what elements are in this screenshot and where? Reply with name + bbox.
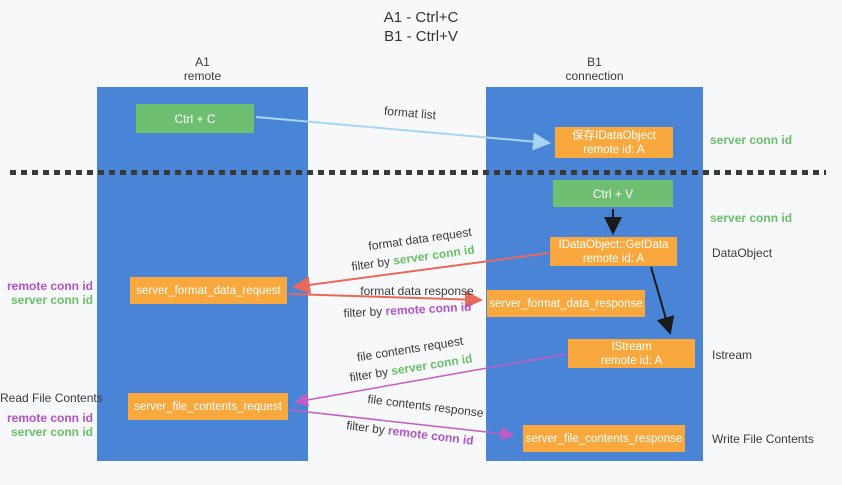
left-server-conn-id-label-2: server conn id	[10, 425, 93, 439]
server-file-contents-request-label: server_file_contents_request	[134, 400, 282, 413]
ctrl-v-box: Ctrl + V	[553, 180, 673, 207]
dataobject-label: DataObject	[712, 246, 773, 260]
server-format-data-response-label: server_format_data_response	[489, 297, 643, 310]
server-file-contents-response-box: server_file_contents_response	[523, 425, 685, 452]
lifeline-b1-header: B1 connection	[486, 55, 703, 83]
lifeline-a1-header: A1 remote	[97, 55, 308, 83]
title-line-2: B1 - Ctrl+V	[384, 28, 458, 45]
lifeline-b1-role: connection	[565, 69, 624, 83]
save-idataobject-line1: 保存IDataObject	[572, 129, 656, 142]
remote-conn-id-text: remote conn id	[387, 423, 475, 448]
server-format-data-response-box: server_format_data_response	[487, 290, 645, 317]
getdata-line2: remote id: A	[582, 252, 645, 265]
filter-by-text: filter by	[345, 418, 386, 437]
format-data-response-label: format data response	[360, 284, 474, 298]
read-file-contents-label: Read File Contents	[0, 391, 103, 405]
ctrl-c-label: Ctrl + C	[174, 111, 216, 126]
title-line-1: A1 - Ctrl+C	[383, 9, 459, 26]
remote-conn-id-text: remote conn id	[385, 299, 472, 319]
left-remote-conn-id-label-1: remote conn id	[6, 279, 93, 293]
server-format-data-request-label: server_format_data_request	[136, 284, 281, 297]
right-server-conn-id-label-2: server conn id	[710, 211, 793, 225]
diagram-title: A1 - Ctrl+C B1 - Ctrl+V	[0, 8, 842, 46]
save-idataobject-line2: remote id: A	[583, 143, 645, 156]
filter-by-remote-conn-id-label-2: filter by remote conn id	[336, 417, 485, 449]
getdata-line1: IDataObject::GetData	[558, 238, 669, 251]
save-idataobject-box: 保存IDataObject remote id: A	[555, 127, 673, 158]
getdata-box: IDataObject::GetData remote id: A	[550, 237, 677, 266]
lifeline-a1-name: A1	[195, 55, 210, 69]
file-contents-response-label: file contents response	[366, 391, 485, 421]
write-file-contents-label: Write File Contents	[712, 432, 814, 446]
server-format-data-request-box: server_format_data_request	[130, 277, 287, 304]
istream-line2: remote id: A	[600, 354, 663, 367]
format-list-label: format list	[383, 103, 437, 123]
istream-box: IStream remote id: A	[568, 339, 695, 368]
ctrl-v-label: Ctrl + V	[592, 186, 634, 201]
lifeline-a1-role: remote	[183, 69, 222, 83]
istream-line1: IStream	[611, 340, 652, 353]
filter-by-text: filter by	[350, 254, 391, 274]
right-server-conn-id-label-1: server conn id	[710, 133, 793, 147]
left-server-conn-id-label-1: server conn id	[10, 293, 93, 307]
filter-by-text: filter by	[343, 304, 383, 321]
server-file-contents-response-label: server_file_contents_response	[525, 432, 683, 445]
lifeline-b1-name: B1	[587, 55, 602, 69]
server-file-contents-request-box: server_file_contents_request	[128, 393, 288, 420]
filter-by-remote-conn-id-label-1: filter by remote conn id	[335, 299, 481, 321]
ctrl-c-box: Ctrl + C	[136, 104, 254, 133]
dotted-separator-line	[10, 170, 826, 175]
filter-by-text: filter by	[348, 364, 390, 385]
istream-side-label: Istream	[712, 348, 753, 362]
left-remote-conn-id-label-2: remote conn id	[6, 411, 93, 425]
